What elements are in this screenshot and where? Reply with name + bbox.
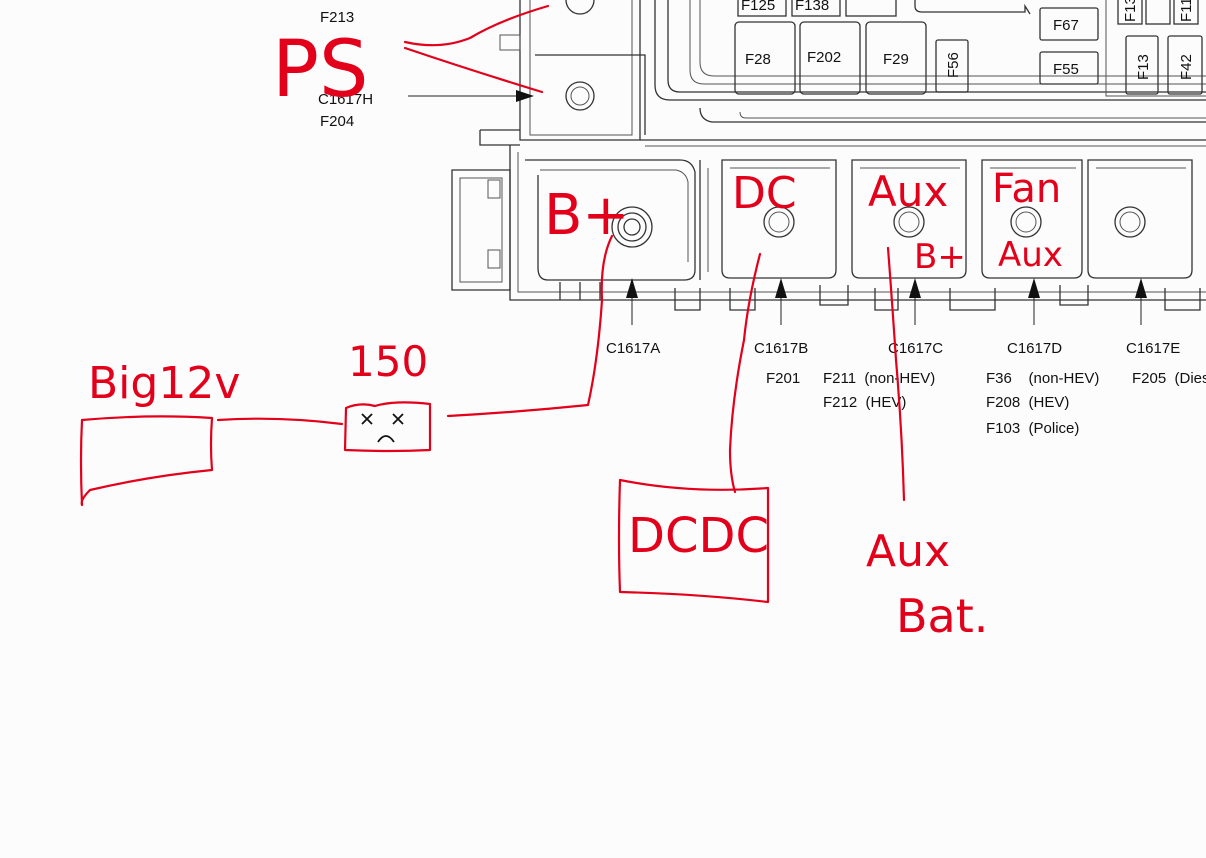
fuse-label: F55 [1053,61,1079,78]
fuse-label: F13 [1135,54,1152,80]
label-F36: F36 (non-HEV) [986,370,1099,387]
fuse-F29 [865,21,927,95]
aux-wire [886,246,906,502]
aux-handwriting: Aux [868,167,948,216]
ps-handwriting: PS [272,25,369,115]
b-plus-wire [446,234,614,418]
label-C1617C: C1617C [888,340,943,357]
ps-pointer-line [403,46,544,94]
fuse-label: F125 [741,0,775,14]
label-C1617E: C1617E [1126,340,1180,357]
aux-fan-handwriting: Aux [998,235,1063,275]
dc-wire [728,252,762,494]
label-F211: F211 (non-HEV) [823,370,935,387]
fuse-F11 [1173,0,1199,25]
fuse-label: F202 [807,49,841,66]
fuse-F28 [734,21,796,95]
fuse-F13 [1125,35,1159,95]
fan-handwriting: Fan [992,166,1061,212]
dcdc-handwriting: DCDC [628,508,769,564]
label-F204: F204 [320,113,354,130]
label-F103: F103 (Police) [986,420,1079,437]
fuse-label: F13 [1122,0,1139,22]
fuse-label: F11 [1178,0,1195,22]
label-C1617B: C1617B [754,340,808,357]
label-F212: F212 (HEV) [823,394,906,411]
label-F205: F205 (Dies [1132,370,1206,387]
ps-pointer-line [403,4,550,47]
fuse-label: F29 [883,51,909,68]
sad-face-icon [361,413,404,443]
fuse-150-box [343,401,432,453]
fuse-F67 [1039,7,1099,41]
battery-wire [216,417,344,426]
fuse-grid: F125 F138 F28 F202 F29 F56 F67 F55 F13 F… [734,0,1206,97]
fuse-F56 [935,39,969,93]
label-C1617A: C1617A [606,340,660,357]
aux-battery-handwriting-line2: Bat. [896,589,988,643]
fuse-F13-top [1117,0,1143,25]
dcdc-box [617,478,770,604]
label-F201: F201 [766,370,800,387]
fuse-F202 [799,21,861,95]
label-F213: F213 [320,9,354,26]
label-C1617H: C1617H [318,91,373,108]
stud-block-housing [451,145,1206,311]
upper-fuse-housing [479,0,1206,147]
big-12v-handwriting: Big12v [88,358,240,409]
big-12v-battery-box [79,415,214,507]
fuse-label: F138 [795,0,829,14]
fuse-label: F42 [1178,54,1195,80]
aux-battery-handwriting-line1: Aux [866,526,950,577]
fuse-label: F56 [945,52,962,78]
fuse-F138 [791,0,841,17]
fuse-label: F67 [1053,17,1079,34]
dc-handwriting: DC [732,168,797,219]
fuse-150-handwriting: 150 [348,337,428,386]
connector-arrows [626,278,1147,298]
red-annotations: PS B+ DC Aux Fan B+ Aux Big12v 150 DCDC … [79,4,1063,643]
label-C1617D: C1617D [1007,340,1062,357]
arrow-head [516,90,534,102]
fuse-label: F28 [745,51,771,68]
fuse-F42 [1167,35,1203,95]
b-plus-aux-handwriting: B+ [914,237,966,277]
b-plus-handwriting: B+ [544,183,629,248]
printed-labels: F213 C1617H F204 C1617A C1617B C1617C C1… [318,9,1206,437]
fuse-F125 [737,0,787,17]
label-F208: F208 (HEV) [986,394,1069,411]
fuse-F55 [1039,51,1099,85]
